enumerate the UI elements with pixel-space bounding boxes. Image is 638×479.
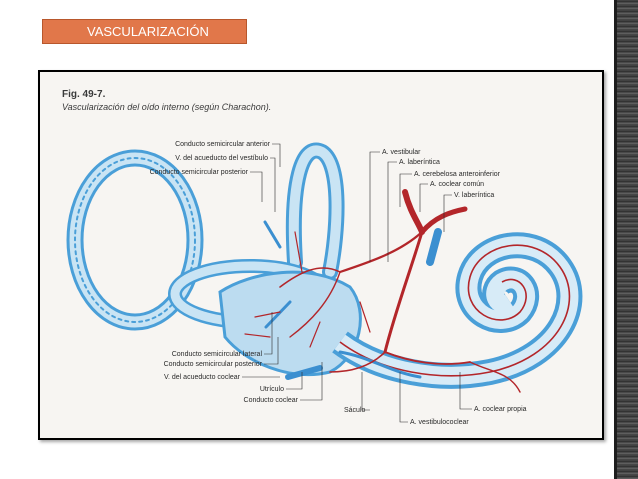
label-cochlear-duct: Conducto coclear [244, 397, 299, 404]
figure-frame: Conducto semicircular anterior V. del ac… [38, 70, 604, 440]
slide-title: VASCULARIZACIÓN [42, 19, 247, 44]
label-vestibulocochlear-artery: A. vestibulococlear [410, 419, 469, 426]
label-cochlear-aqueduct-vein: V. del acueducto coclear [164, 374, 241, 381]
label-utricle: Utrículo [260, 386, 284, 393]
label-saccule: Sáculo [344, 407, 366, 414]
label-anterior-canal: Conducto semicircular anterior [175, 141, 271, 148]
label-vestibular-aqueduct-vein: V. del acueducto del vestíbulo [175, 155, 268, 162]
figure-number: Fig. 49-7. [62, 89, 106, 100]
label-posterior-canal-top: Conducto semicircular posterior [150, 169, 249, 176]
decorative-sidebar-strip [614, 0, 638, 479]
cochlea-shape [332, 232, 583, 389]
vestibule-shape [218, 270, 362, 377]
label-labyrinthine-artery: A. laberíntica [399, 159, 440, 166]
label-labyrinthine-vein: V. laberíntica [454, 192, 494, 199]
leader-lines [242, 143, 472, 423]
arteries [244, 189, 521, 393]
figure-caption: Vascularización del oído interno (según … [62, 102, 272, 112]
label-lateral-canal: Conducto semicircular lateral [172, 351, 263, 358]
label-proper-cochlear-artery: A. coclear propia [474, 406, 527, 413]
veins [263, 220, 442, 380]
label-common-cochlear-artery: A. coclear común [430, 181, 484, 188]
inner-ear-diagram: Conducto semicircular anterior V. del ac… [66, 141, 583, 426]
label-vestibular-artery: A. vestibular [382, 149, 421, 156]
label-posterior-canal-bottom: Conducto semicircular posterior [164, 361, 263, 368]
label-aica: A. cerebelosa anteroinferior [414, 171, 501, 178]
